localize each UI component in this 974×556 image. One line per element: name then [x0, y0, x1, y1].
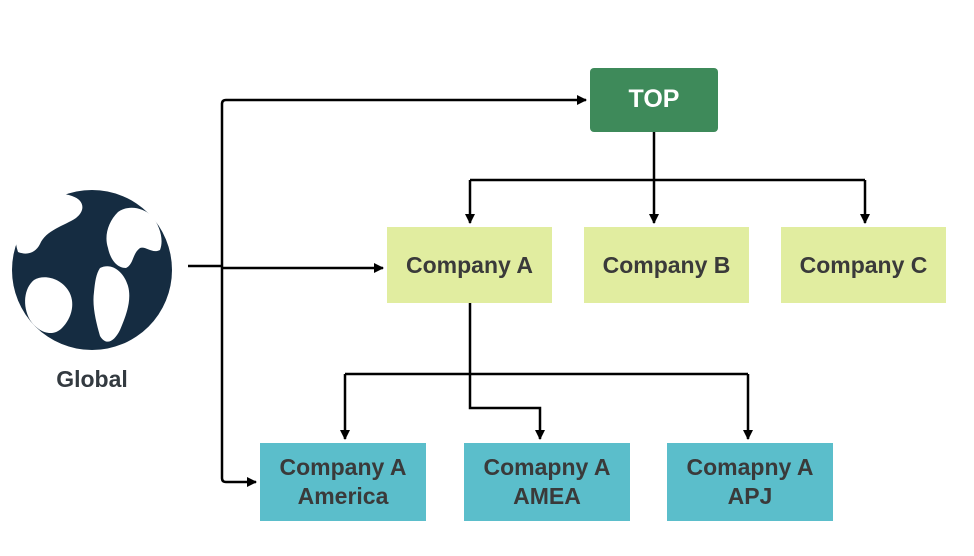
node-apj-line2: APJ [727, 483, 773, 509]
node-company-a-label: Company A [406, 251, 533, 278]
edge-global-america [220, 266, 257, 487]
node-america-line2: America [297, 483, 389, 509]
node-amea-line1: Comapny A [483, 454, 611, 481]
top-connectors [465, 132, 870, 224]
node-amea-line2: AMEA [513, 483, 581, 509]
node-top[interactable]: TOP [590, 68, 718, 132]
global-connectors [188, 95, 587, 487]
node-top-label: TOP [628, 85, 680, 114]
node-america-line1: Company A [279, 454, 407, 481]
edge-company-a-amea [468, 374, 545, 440]
node-company-a[interactable]: Company A [387, 227, 552, 303]
node-company-a-apj[interactable]: Comapny A APJ [667, 443, 833, 521]
node-company-b[interactable]: Company B [584, 227, 749, 303]
node-company-c-label: Company C [799, 251, 928, 278]
node-company-a-america[interactable]: Company A America [260, 443, 426, 521]
node-apj-line1: Comapny A [686, 454, 814, 481]
node-company-b-label: Company B [602, 251, 731, 278]
global-label: Global [56, 366, 128, 392]
node-company-c[interactable]: Company C [781, 227, 946, 303]
edge-global-top [220, 95, 587, 266]
company-a-connectors [340, 303, 753, 440]
globe-icon [12, 190, 172, 350]
node-company-a-amea[interactable]: Comapny A AMEA [464, 443, 630, 521]
